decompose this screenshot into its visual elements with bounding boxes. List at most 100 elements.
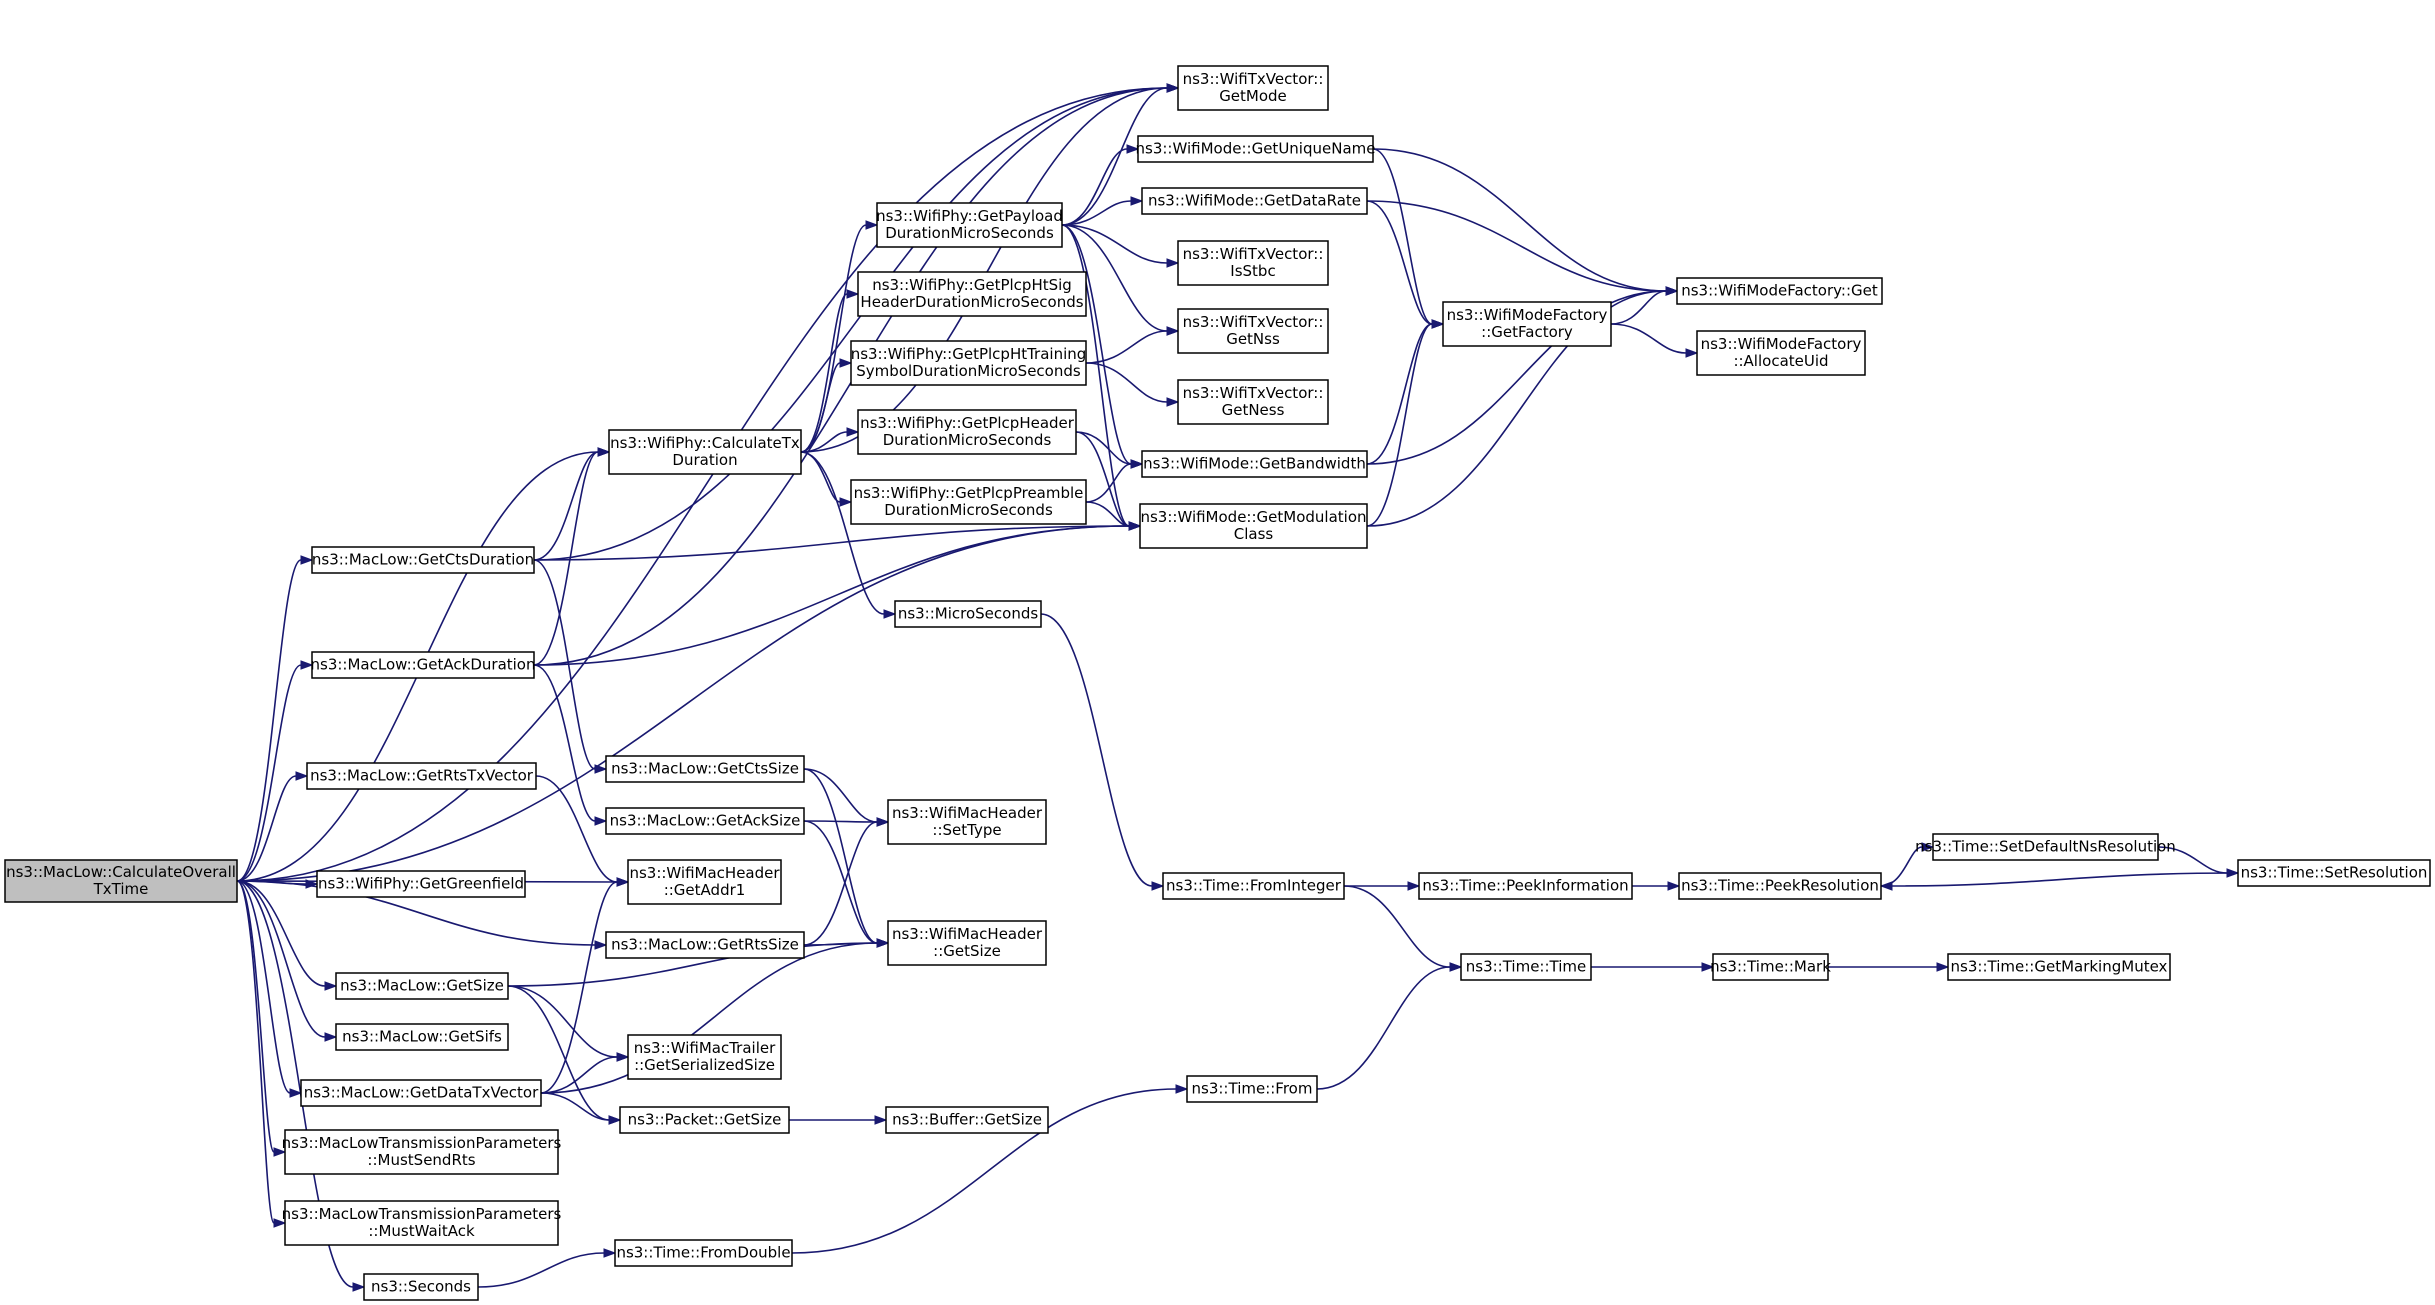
edge-line: [236, 664, 302, 882]
edge-datatx-to-hdrsize: [540, 938, 890, 1094]
node-box: [284, 1129, 559, 1175]
node-micro[interactable]: ns3::MicroSeconds: [894, 600, 1042, 628]
node-trailer[interactable]: ns3::WifiMacTrailer::GetSerializedSize: [627, 1034, 782, 1080]
node-getnss[interactable]: ns3::WifiTxVector::GetNss: [1177, 308, 1329, 354]
node-getmode[interactable]: ns3::WifiTxVector::GetMode: [1177, 65, 1329, 111]
node-preamble[interactable]: ns3::WifiPhy::GetPlcpPreambleDurationMic…: [850, 479, 1087, 525]
node-sifs[interactable]: ns3::MacLow::GetSifs: [335, 1023, 509, 1051]
edge-line: [1366, 290, 1667, 527]
edge-payload-to-getmode: [1061, 83, 1180, 226]
node-settype[interactable]: ns3::WifiMacHeader::SetType: [887, 799, 1047, 845]
arrowhead: [865, 220, 879, 230]
node-ctssize[interactable]: ns3::MacLow::GetCtsSize: [605, 755, 805, 783]
node-time[interactable]: ns3::Time::Time: [1460, 953, 1592, 981]
arrowhead: [1166, 83, 1180, 93]
node-label: ::GetSize: [933, 942, 1001, 960]
node-label: ns3::Time::SetResolution: [2241, 864, 2428, 882]
node-label: ns3::WifiMacTrailer: [634, 1039, 776, 1057]
node-ctsdur[interactable]: ns3::MacLow::GetCtsDuration: [311, 546, 535, 574]
node-box: [857, 271, 1087, 317]
node-waitack[interactable]: ns3::MacLowTransmissionParameters::MustW…: [282, 1200, 562, 1246]
edge-datatx-to-trailer: [540, 1052, 630, 1094]
node-box: [1460, 953, 1592, 981]
edge-line: [800, 293, 848, 453]
node-label: SymbolDurationMicroSeconds: [856, 362, 1081, 380]
edge-line: [1610, 290, 1667, 325]
node-box: [1177, 65, 1329, 111]
node-label: TxTime: [93, 880, 149, 898]
node-bufsize[interactable]: ns3::Buffer::GetSize: [885, 1106, 1049, 1134]
node-label: ns3::MacLow::GetSize: [340, 977, 504, 995]
node-box: [885, 1106, 1049, 1134]
node-frominteger[interactable]: ns3::Time::FromInteger: [1162, 872, 1345, 900]
node-datarate[interactable]: ns3::WifiMode::GetDataRate: [1141, 187, 1368, 215]
node-from[interactable]: ns3::Time::From: [1186, 1075, 1318, 1103]
arrowhead: [1431, 319, 1445, 329]
node-mutex[interactable]: ns3::Time::GetMarkingMutex: [1947, 953, 2171, 981]
edge-calc-to-seconds: [236, 880, 366, 1292]
node-peekinfo[interactable]: ns3::Time::PeekInformation: [1418, 872, 1633, 900]
edge-seconds-to-fromdouble: [477, 1248, 617, 1288]
node-setdefault[interactable]: ns3::Time::SetDefaultNsResolution: [1915, 833, 2176, 861]
node-bandwidth[interactable]: ns3::WifiMode::GetBandwidth: [1141, 450, 1368, 478]
edge-line: [236, 880, 291, 1094]
node-rtssize[interactable]: ns3::MacLow::GetRtsSize: [605, 931, 805, 959]
node-uniq[interactable]: ns3::WifiMode::GetUniqueName: [1136, 135, 1376, 163]
arrowhead: [1166, 397, 1180, 407]
node-fromdouble[interactable]: ns3::Time::FromDouble: [614, 1239, 793, 1267]
node-label: ns3::WifiModeFactory::Get: [1681, 282, 1878, 300]
node-box: [1137, 135, 1374, 163]
node-datatx[interactable]: ns3::MacLow::GetDataTxVector: [300, 1079, 542, 1107]
edge-payload-to-datarate: [1061, 196, 1144, 226]
node-mfget[interactable]: ns3::WifiModeFactory::Get: [1676, 277, 1883, 305]
node-label: ns3::WifiTxVector::: [1183, 70, 1324, 88]
edge-line: [236, 775, 297, 882]
edge-line: [1366, 323, 1433, 527]
node-label: ns3::Packet::GetSize: [628, 1111, 782, 1129]
node-htsig[interactable]: ns3::WifiPhy::GetPlcpHtSigHeaderDuration…: [857, 271, 1087, 317]
node-seconds[interactable]: ns3::Seconds: [363, 1273, 479, 1301]
node-payload[interactable]: ns3::WifiPhy::GetPayloadDurationMicroSec…: [876, 202, 1063, 248]
edge-line: [533, 87, 1168, 561]
edge-line: [540, 942, 878, 1094]
node-plcphdr[interactable]: ns3::WifiPhy::GetPlcpHeaderDurationMicro…: [857, 409, 1077, 455]
node-httrain[interactable]: ns3::WifiPhy::GetPlcpHtTrainingSymbolDur…: [850, 340, 1087, 386]
node-factory[interactable]: ns3::WifiModeFactory::GetFactory: [1442, 301, 1612, 347]
node-box: [1442, 301, 1612, 347]
node-label: ns3::WifiPhy::GetPayload: [876, 207, 1063, 225]
node-peekres[interactable]: ns3::Time::PeekResolution: [1678, 872, 1882, 900]
arrowhead: [1665, 286, 1679, 296]
node-ackdur[interactable]: ns3::MacLow::GetAckDuration: [311, 651, 536, 679]
edge-ctssize-to-settype: [803, 768, 890, 827]
node-rtstx[interactable]: ns3::MacLow::GetRtsTxVector: [306, 762, 537, 790]
node-green[interactable]: ns3::WifiPhy::GetGreenfield: [316, 870, 526, 898]
node-isstbc[interactable]: ns3::WifiTxVector::IsStbc: [1177, 240, 1329, 286]
node-label: ns3::MacLow::GetSifs: [342, 1028, 502, 1046]
node-label: ns3::WifiMacHeader: [892, 925, 1043, 943]
node-hdrsize[interactable]: ns3::WifiMacHeader::GetSize: [887, 920, 1047, 966]
node-acksize[interactable]: ns3::MacLow::GetAckSize: [605, 807, 805, 835]
node-mlgetsize[interactable]: ns3::MacLow::GetSize: [335, 972, 509, 1000]
node-label: ns3::MacLowTransmissionParameters: [282, 1205, 562, 1223]
node-sendrts[interactable]: ns3::MacLowTransmissionParameters::MustS…: [282, 1129, 562, 1175]
node-alloc[interactable]: ns3::WifiModeFactory::AllocateUid: [1696, 330, 1866, 376]
node-label: ns3::WifiMode::GetModulation: [1140, 508, 1366, 526]
arrowhead: [594, 764, 608, 774]
node-mark[interactable]: ns3::Time::Mark: [1710, 953, 1831, 981]
node-box: [316, 870, 526, 898]
node-pktsize[interactable]: ns3::Packet::GetSize: [619, 1106, 790, 1134]
node-box: [887, 799, 1047, 845]
arrowhead: [597, 447, 611, 457]
arrowhead: [876, 938, 890, 948]
node-setres[interactable]: ns3::Time::SetResolution: [2237, 859, 2431, 887]
node-label: ::MustSendRts: [367, 1151, 475, 1169]
node-addr1[interactable]: ns3::WifiMacHeader::GetAddr1: [627, 859, 782, 905]
node-box: [4, 859, 238, 903]
node-getness[interactable]: ns3::WifiTxVector::GetNess: [1177, 379, 1329, 425]
node-label: Duration: [672, 451, 737, 469]
arrowhead: [883, 609, 897, 619]
node-label: ns3::MacLow::GetRtsSize: [611, 936, 799, 954]
